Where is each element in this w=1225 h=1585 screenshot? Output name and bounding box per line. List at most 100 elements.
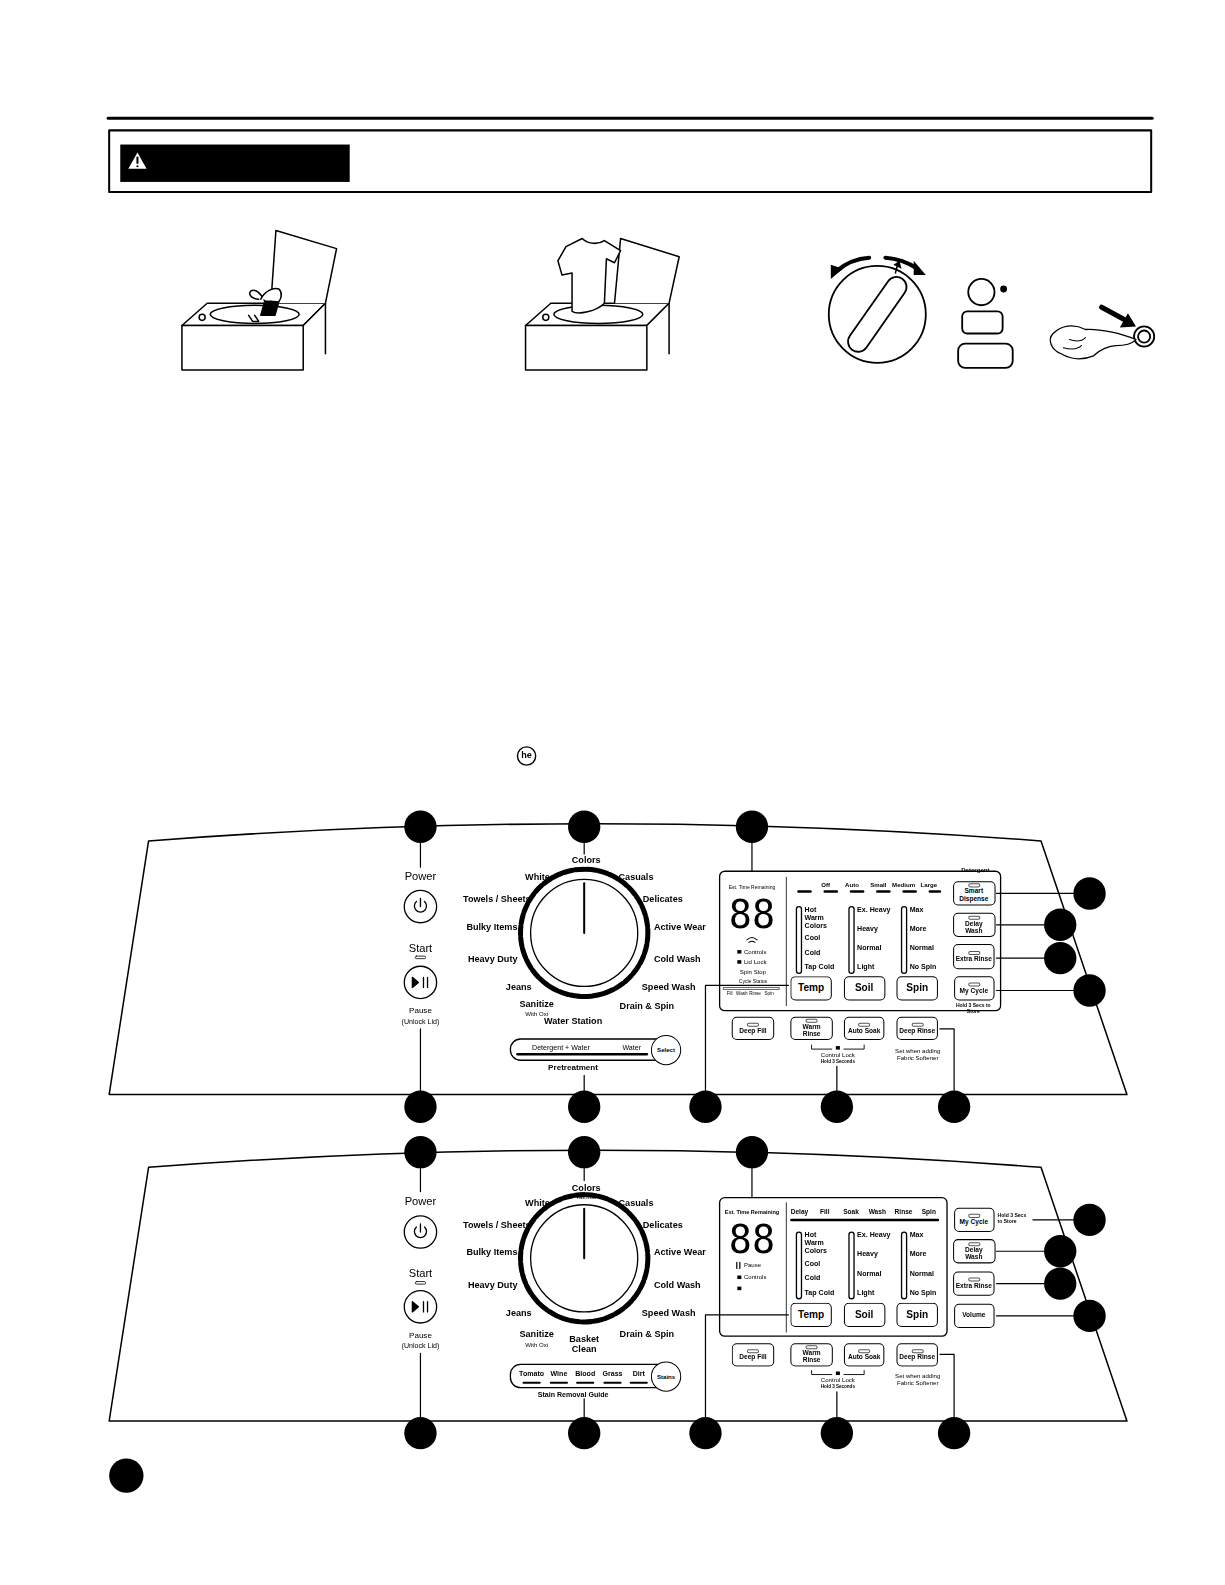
indicator-light: [806, 1019, 818, 1023]
button-label: Auto Soak: [848, 1354, 881, 1361]
indicator-light: [747, 1022, 759, 1026]
controls-illustration: [1134, 326, 1154, 346]
button-label: Smart Dispense: [956, 889, 992, 903]
panel-label: Tomato: [519, 1370, 544, 1378]
header-rule: [136, 165, 138, 167]
panel-label: Wash: [736, 992, 747, 997]
controls-illustration: [829, 258, 1154, 368]
panel-label: Heavy: [857, 925, 878, 933]
panel-label: Grass: [602, 1370, 622, 1378]
panel-details: [412, 977, 418, 987]
washer-detergent-illustration: [182, 303, 326, 325]
leader-line: [420, 843, 1073, 1417]
panel-label: Power: [405, 870, 437, 882]
panel-label: Water: [622, 1044, 641, 1052]
callout-circle: [404, 811, 436, 843]
panel-details: [583, 883, 585, 933]
panel-details: [737, 1276, 741, 1280]
controls-illustration: [914, 261, 926, 275]
panel-label: Pretreatment: [548, 1064, 598, 1073]
panel-details: [412, 1302, 418, 1312]
washer-detergent-illustration: [210, 305, 299, 323]
indicator-light: [968, 982, 980, 986]
callout-circle: [1044, 942, 1076, 974]
callout-circle: [938, 1417, 970, 1449]
callout-circle: [568, 1091, 600, 1123]
panel-details: [812, 1371, 865, 1375]
button-label: Stains: [657, 1373, 675, 1379]
button-label: Volume: [962, 1312, 985, 1319]
panel-label: Small: [870, 882, 886, 889]
panel-button: Auto Soak: [844, 1017, 884, 1040]
panel-label: Cold Wash: [654, 955, 701, 965]
control-panel: [109, 1150, 1127, 1421]
panel-label: Hold 3 Secs to Store: [955, 1003, 991, 1014]
panel-label: Hold 3 Secs to Store: [998, 1213, 1030, 1224]
button-label: Soil: [855, 983, 874, 994]
panel-details: [737, 960, 741, 964]
callout-circle: [1044, 1235, 1076, 1267]
panel-label: Lid Lock: [744, 959, 767, 966]
callout-circle: [1073, 1300, 1105, 1332]
indicator-light: [968, 915, 980, 919]
panel-label: Fill: [727, 992, 733, 997]
panel-label: Warm: [805, 914, 824, 922]
panel-label: he: [521, 751, 532, 761]
indicator-light: [747, 1349, 759, 1353]
panel-label: Cold Wash: [654, 1281, 701, 1291]
panel-label: Delicates: [643, 1221, 683, 1231]
panel-label: Detergent + Water: [532, 1044, 590, 1052]
washer-detergent-illustration: [199, 314, 205, 320]
panel-label: Hot: [805, 1231, 817, 1239]
indicator-light: [911, 1022, 923, 1026]
panel-button: Delay Wash: [953, 913, 995, 937]
panel-label: Blood: [575, 1370, 595, 1378]
panel-label: (Unlock Lid): [402, 1018, 440, 1026]
panel-button: Temp: [790, 1303, 831, 1327]
washer-load-illustration: [615, 239, 680, 304]
panel-label: Pause: [409, 1332, 432, 1341]
panel-details: [720, 871, 1001, 1010]
panel-details: [404, 890, 436, 922]
panel-details: [423, 977, 427, 987]
panel-button: Extra Rinse: [953, 944, 994, 969]
panel-details: [798, 890, 939, 893]
callout-circle: [1044, 909, 1076, 941]
panel-details: [737, 1287, 741, 1291]
panel-button: Volume: [954, 1303, 994, 1327]
callout-circle: [938, 1091, 970, 1123]
callout-circle: [568, 811, 600, 843]
controls-illustration: [831, 265, 843, 279]
panel-label: Casuals: [619, 873, 654, 883]
panel-details: [812, 1045, 865, 1049]
panel-label: Basket Clean: [564, 1335, 604, 1355]
panel-label: Controls: [744, 949, 767, 956]
panel-label: Jeans: [506, 982, 532, 992]
washer-detergent-illustration: [182, 230, 337, 369]
washer-load-illustration: [526, 239, 680, 370]
panel-label: Active Wear: [654, 923, 706, 933]
leader-line: [420, 1315, 954, 1417]
panel-button: Temp: [790, 976, 831, 1000]
button-label: Soil: [855, 1310, 874, 1321]
panel-label: Normal: [576, 1194, 596, 1201]
panel-label: Water Station: [544, 1017, 602, 1027]
callout-circle: [736, 811, 768, 843]
panel-details: [737, 950, 741, 954]
washer-load-illustration: [647, 303, 669, 354]
panel-details: [404, 1216, 436, 1248]
panel-label: Start: [409, 942, 432, 954]
panel-label: Pause: [744, 1262, 761, 1269]
panel-details: [531, 1205, 638, 1312]
panel-label: Sanitize: [519, 1330, 553, 1340]
washer-load-illustration: [558, 239, 621, 313]
callout-circle: [109, 1458, 143, 1492]
panel-label: Drain & Spin: [620, 1330, 675, 1340]
panel-label: Colors: [572, 856, 601, 866]
panel-details: [796, 1232, 801, 1299]
leader-line: [420, 1168, 752, 1197]
round-button: Select: [651, 1035, 681, 1065]
controls-illustration: [1138, 330, 1150, 342]
callout-circle: [404, 1417, 436, 1449]
